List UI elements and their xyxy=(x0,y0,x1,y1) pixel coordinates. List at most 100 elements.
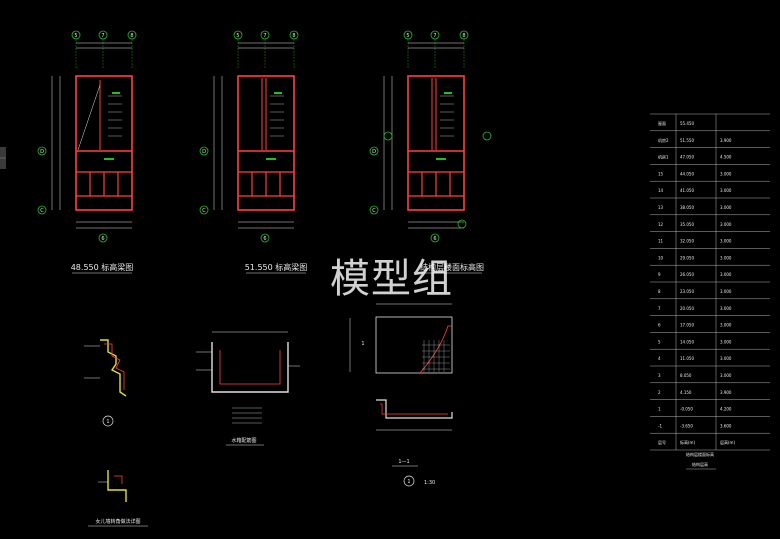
cell-floor: 15 xyxy=(658,171,664,176)
wall-outline xyxy=(75,75,133,211)
axis-label-C: C xyxy=(372,208,376,214)
table-row: 机房2 51.550 3.900 xyxy=(650,130,770,143)
axis-bubble-C xyxy=(199,205,209,215)
green-tag xyxy=(274,92,282,94)
cell-floor: 层号 xyxy=(658,439,666,445)
axis-label-8: 8 xyxy=(462,33,465,39)
axis-label-5: 5 xyxy=(406,33,409,39)
tank-caption: 水箱配筋图 xyxy=(231,437,256,444)
axis-label-7: 7 xyxy=(263,33,266,39)
axis-bubble-C xyxy=(369,205,379,215)
cell-floor: 机房2 xyxy=(658,137,669,143)
cell-height: 3.000 xyxy=(720,205,732,210)
table-row: 2 4.150 3.900 xyxy=(650,382,770,395)
cell-floor: 11 xyxy=(658,239,664,244)
cell-elevation: 35.050 xyxy=(680,222,694,227)
section-profile xyxy=(376,399,453,419)
cell-floor: 8 xyxy=(658,289,661,294)
cell-elevation: 26.050 xyxy=(680,272,694,277)
axis-bubble-C xyxy=(37,205,47,215)
corner-detail: 女儿墙转角做法详图 xyxy=(88,470,148,527)
cell-height: 4.500 xyxy=(720,155,732,160)
cell-elevation: 47.050 xyxy=(680,155,694,160)
cell-height: 4.200 xyxy=(720,407,732,412)
cell-height: 3.600 xyxy=(720,423,732,428)
axis-bubble-extra xyxy=(383,131,393,141)
cell-elevation: 4.150 xyxy=(680,390,692,395)
table-row: 5 14.050 3.000 xyxy=(650,332,770,344)
cell-floor: 14 xyxy=(658,188,664,193)
cell-floor: 9 xyxy=(658,272,661,277)
cell-height: 3.000 xyxy=(720,188,732,193)
cell-floor: 13 xyxy=(658,205,664,210)
slab-outline xyxy=(375,316,453,374)
cell-height: 3.000 xyxy=(720,339,732,344)
cell-floor: 5 xyxy=(658,339,661,344)
section-caption: 1—1 xyxy=(398,459,409,465)
corner-caption: 女儿墙转角做法详图 xyxy=(95,518,140,525)
cell-elevation: 51.550 xyxy=(680,138,694,143)
cell-height: 3.000 xyxy=(720,306,732,311)
axis-label-C: C xyxy=(40,208,44,214)
wall-outline xyxy=(237,75,295,211)
cell-height: 3.000 xyxy=(720,255,732,260)
cell-height: 3.000 xyxy=(720,239,732,244)
axis-label-D: D xyxy=(40,149,44,155)
cell-elevation: 14.050 xyxy=(680,339,694,344)
cell-height: 3.000 xyxy=(720,171,732,176)
axis-bubble-extra xyxy=(457,219,467,229)
axis-bubble-6 xyxy=(98,233,108,243)
cell-elevation: 17.050 xyxy=(680,323,694,328)
table-caption: 结构层楼面标高 xyxy=(686,451,714,457)
green-tag xyxy=(266,158,276,160)
corner-profile xyxy=(107,470,127,502)
rebar-line xyxy=(114,475,123,484)
plan-title: 结构层楼面标高图 xyxy=(420,262,484,272)
detail-marker-label: 1 xyxy=(106,419,109,425)
axis-bubble-6 xyxy=(260,233,270,243)
table-row: 15 44.050 3.000 xyxy=(650,164,770,176)
cell-floor: -1 xyxy=(658,423,662,428)
cell-height: 3.900 xyxy=(720,138,732,143)
table-caption: 结构层高 xyxy=(692,461,708,467)
cell-floor: 7 xyxy=(658,306,661,311)
plan-title: 51.550 标高梁图 xyxy=(245,262,308,272)
axis-label-7: 7 xyxy=(433,33,436,39)
table-row: 层号标高(m)层高(m) xyxy=(650,433,770,445)
axis-label-6: 6 xyxy=(101,236,104,242)
axis-bubble-D xyxy=(369,146,379,156)
green-tag xyxy=(444,92,452,94)
axis-label-6: 6 xyxy=(263,236,266,242)
axis-label-D: D xyxy=(372,149,376,155)
watermark: 模型组 xyxy=(330,256,453,302)
axis-label-7: 7 xyxy=(101,33,104,39)
section-side-mark: 1 xyxy=(361,341,364,347)
cell-height: 3.000 xyxy=(720,373,732,378)
cell-elevation: -3.650 xyxy=(680,423,693,428)
cell-floor: 6 xyxy=(658,323,661,328)
detail-marker xyxy=(102,415,114,427)
cell-elevation: 55.450 xyxy=(680,121,694,126)
diagonal xyxy=(77,84,101,151)
cell-elevation: 44.050 xyxy=(680,171,694,176)
axis-bubble-extra xyxy=(482,131,492,141)
cell-floor: 2 xyxy=(658,390,661,395)
axis-label-D: D xyxy=(202,149,206,155)
cell-elevation: 8.050 xyxy=(680,373,692,378)
rebar-curve xyxy=(419,325,452,374)
scale-label: 1:30 xyxy=(424,480,435,486)
cell-height: 3.900 xyxy=(720,390,732,395)
